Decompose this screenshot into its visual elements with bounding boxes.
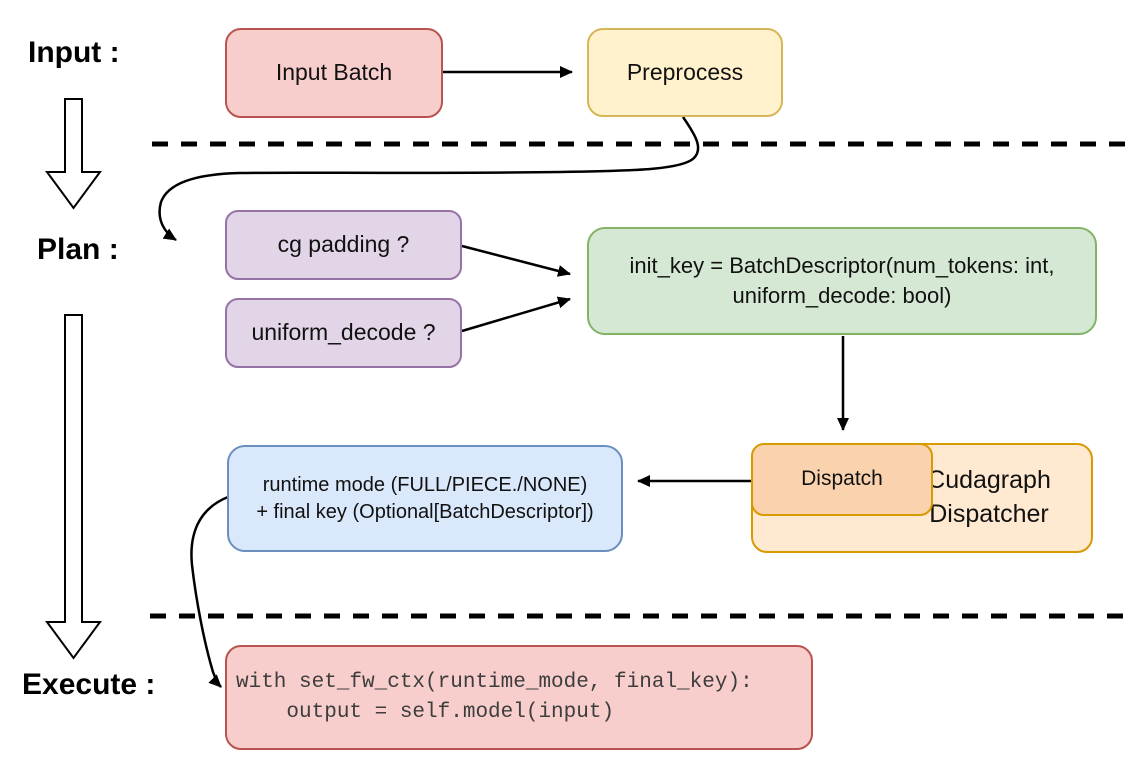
input-section-arrow	[45, 98, 102, 210]
plan-section-arrow	[45, 314, 102, 660]
runtime-mode-line1: runtime mode (FULL/PIECE./NONE)	[262, 473, 588, 496]
init-key-line1: init_key = BatchDescriptor(num_tokens: i…	[629, 253, 1055, 279]
cudagraph-dispatcher-line1: Cudagraph	[927, 466, 1051, 495]
arrow-cgpadding-to-initkey	[461, 244, 571, 277]
cg-padding-label: cg padding ?	[277, 231, 410, 258]
dispatch-node: Dispatch	[751, 443, 933, 516]
arrow-uniformdecode-to-initkey	[461, 296, 571, 333]
dispatch-label: Dispatch	[801, 467, 883, 491]
input-section-label: Input :	[28, 36, 120, 69]
uniform-decode-label: uniform_decode ?	[251, 319, 436, 346]
arrow-runtimemode-to-execute	[190, 495, 229, 688]
plan-section-label: Plan :	[37, 233, 119, 266]
runtime-mode-line2: + final key (Optional[BatchDescriptor])	[256, 500, 594, 523]
runtime-mode-node: runtime mode (FULL/PIECE./NONE) + final …	[227, 445, 623, 552]
preprocess-node: Preprocess	[587, 28, 783, 117]
arrow-preprocess-to-cgpadding	[158, 116, 700, 242]
cudagraph-dispatcher-line2: Dispatcher	[929, 500, 1049, 528]
input-batch-node: Input Batch	[225, 28, 443, 118]
execute-code-node: with set_fw_ctx(runtime_mode, final_key)…	[225, 645, 813, 750]
uniform-decode-node: uniform_decode ?	[225, 298, 462, 368]
init-key-line2: uniform_decode: bool)	[732, 283, 952, 308]
execute-code-line1: with set_fw_ctx(runtime_mode, final_key)…	[236, 670, 753, 694]
input-batch-label: Input Batch	[275, 59, 393, 86]
preprocess-label: Preprocess	[626, 58, 744, 85]
cg-padding-node: cg padding ?	[225, 210, 462, 280]
execute-code-line2: output = self.model(input)	[236, 700, 615, 724]
init-key-node: init_key = BatchDescriptor(num_tokens: i…	[587, 227, 1097, 335]
execute-section-label: Execute :	[22, 668, 156, 701]
